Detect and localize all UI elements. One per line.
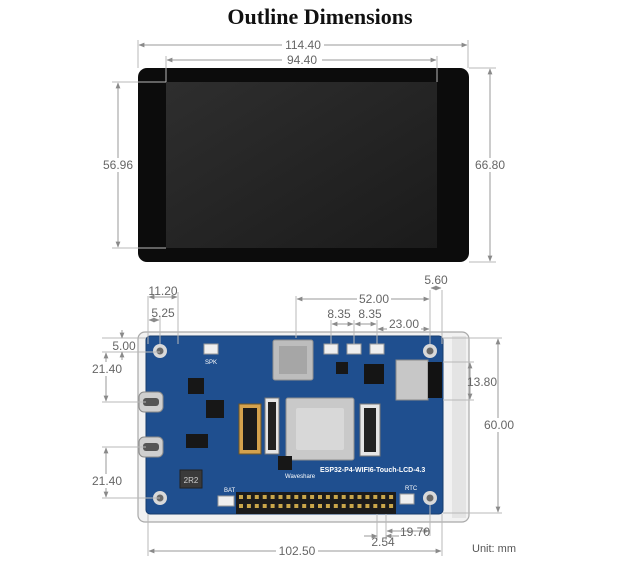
header-pin (239, 495, 243, 499)
top-connector-b (346, 343, 362, 355)
ic-chip (206, 400, 224, 418)
mounting-hole (423, 344, 437, 358)
header-pin (341, 495, 346, 499)
header-pin (270, 495, 275, 499)
dim-21-40-bottom: 21.40 (92, 474, 122, 488)
dim-13-80: 13.80 (467, 375, 497, 389)
fpc-connector-display (238, 403, 262, 455)
bat-label: BAT (224, 488, 236, 494)
spk-connector (203, 343, 219, 355)
ic-chip (336, 362, 348, 374)
spk-label: SPK (205, 360, 217, 366)
dim-5-60: 5.60 (424, 273, 448, 287)
header-pin (381, 495, 386, 499)
header-pin (333, 495, 338, 499)
rtc-connector (399, 493, 415, 505)
chip-small (364, 364, 384, 384)
header-pin (310, 504, 315, 508)
dim-5-25: 5.25 (151, 306, 175, 320)
dim-8-35-a: 8.35 (327, 307, 351, 321)
brand-label: Waveshare (285, 474, 316, 480)
wifi-module (395, 359, 442, 401)
board-name-label: ESP32-P4-WIFI6-Touch-LCD-4.3 (320, 467, 425, 474)
header-pin (357, 495, 362, 499)
header-pin (365, 504, 370, 508)
dim-19-70: 19.70 (400, 525, 430, 539)
header-pin (325, 495, 330, 499)
header-pin (341, 504, 346, 508)
ic-chip (186, 434, 208, 448)
dim-display-height: 56.96 (103, 158, 133, 172)
header-pin (318, 495, 322, 499)
page-title: Outline Dimensions (227, 4, 413, 29)
header-pin (262, 504, 267, 508)
dim-23-00: 23.00 (389, 317, 419, 331)
header-pin (254, 495, 259, 499)
dim-11-20: 11.20 (148, 284, 177, 298)
header-pin (278, 504, 283, 508)
header-pin (254, 504, 259, 508)
header-pin (302, 504, 307, 508)
dim-52-00: 52.00 (359, 292, 389, 306)
header-pin (318, 504, 322, 508)
dim-21-40-top: 21.40 (92, 362, 122, 376)
header-pin (325, 504, 330, 508)
header-pin (239, 504, 243, 508)
dim-overall-height: 66.80 (475, 158, 505, 172)
header-pin (278, 495, 283, 499)
dim-5-00: 5.00 (112, 339, 136, 353)
ic-chip (278, 456, 292, 470)
gpio-pin-header (236, 492, 396, 514)
header-pin (262, 495, 267, 499)
fpc-connector-left (264, 397, 280, 455)
header-pin (373, 495, 378, 499)
top-connector-a (323, 343, 339, 355)
dim-display-width: 94.40 (287, 53, 317, 67)
header-pin (294, 495, 299, 499)
dim-2-54: 2.54 (371, 535, 395, 549)
esp32-p4-module (285, 397, 355, 461)
header-pin (389, 504, 394, 508)
header-pin (373, 504, 378, 508)
unit-label: Unit: mm (472, 543, 516, 555)
header-pin (349, 504, 354, 508)
dim-8-35-b: 8.35 (358, 307, 382, 321)
header-pin (286, 504, 291, 508)
header-pin (302, 495, 307, 499)
sd-card-slot (272, 339, 314, 381)
dim-60-00: 60.00 (484, 418, 514, 432)
front-view: 114.40 94.40 56.96 66.80 (100, 38, 508, 263)
header-pin (357, 504, 362, 508)
usb-c-port-bottom (138, 436, 164, 458)
top-connector-c (369, 343, 385, 355)
header-pin (381, 504, 386, 508)
header-pin (294, 504, 299, 508)
inductor (179, 469, 203, 489)
lcd-active-area (166, 82, 437, 248)
header-pin (246, 504, 251, 508)
header-pin (310, 495, 315, 499)
fpc-connector-camera (359, 403, 381, 457)
dim-overall-width: 114.40 (285, 38, 321, 52)
header-pin (349, 495, 354, 499)
mounting-hole (423, 491, 437, 505)
dim-102-50: 102.50 (279, 544, 316, 558)
mounting-hole (153, 344, 167, 358)
rtc-label: RTC (405, 486, 418, 492)
header-pin (365, 495, 370, 499)
header-pin (333, 504, 338, 508)
header-pin (389, 495, 394, 499)
back-view: 2R2 SPK Waveshare ESP32-P4-WIFI6-Touch-L… (137, 331, 470, 523)
bat-connector (217, 495, 235, 507)
header-pin (246, 495, 251, 499)
header-pin (270, 504, 275, 508)
back-dimensions: 11.20 5.25 52.00 5.60 8.35 8.35 23.00 5.… (90, 273, 518, 558)
ic-chip (188, 378, 204, 394)
inductor-label: 2R2 (184, 476, 199, 485)
header-pin (286, 495, 291, 499)
